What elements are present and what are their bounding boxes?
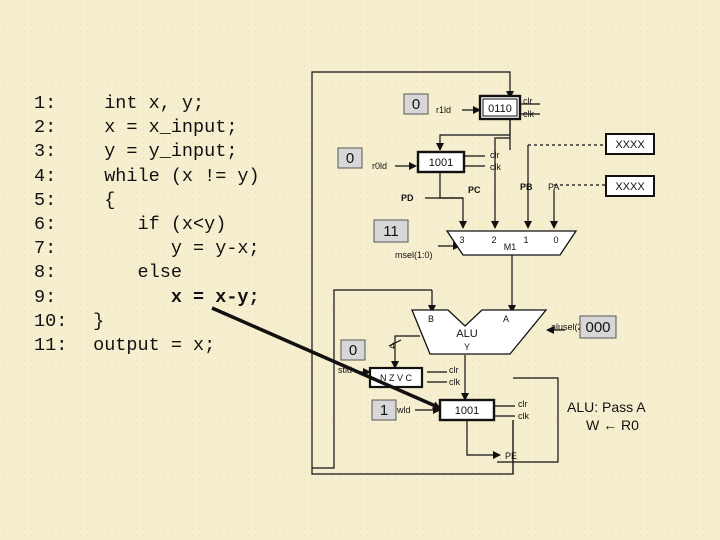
status-load-value: 0 [349, 342, 357, 359]
status-bus-width: 4 [390, 341, 395, 351]
status-flags-label: N Z V C [380, 373, 413, 383]
code-line-text: } [82, 310, 105, 332]
code-line: 6: if (x<y) [34, 213, 260, 237]
code-line: 9: x = x-y; [34, 286, 260, 310]
r0-value: 1001 [429, 157, 453, 169]
r0-load-label: r0ld [372, 161, 387, 171]
w-load-label: wld [396, 405, 411, 415]
code-line-text: y = y-x; [82, 238, 260, 260]
pointer-arrow [211, 306, 441, 410]
register-r0: 1001 [416, 150, 466, 174]
code-line: 11: output = x; [34, 334, 260, 358]
operation-note-line2: W ← R0 [586, 417, 639, 433]
mux-sel-label: msel(1:0) [395, 250, 433, 260]
code-line-text: y = y_input; [82, 141, 238, 163]
mux-sel-value: 11 [383, 223, 399, 240]
w-load-value: 1 [380, 402, 388, 419]
pa-value: XXXX [615, 181, 645, 193]
status-load-label: stld [338, 365, 352, 375]
r1-load-value: 0 [412, 96, 420, 113]
pd-label: PD [401, 193, 414, 203]
code-line-number: 10: [34, 310, 68, 332]
alu-input-b: B [428, 314, 434, 324]
code-line: 3: y = y_input; [34, 140, 260, 164]
code-line-text: x = x-y; [82, 286, 260, 308]
alu: B A ALU Y [411, 309, 548, 355]
alu-sel-box: 000 [579, 315, 617, 339]
code-line-text: { [82, 189, 116, 211]
r1-load-label: r1ld [436, 105, 451, 115]
code-line: 1: int x, y; [34, 92, 260, 116]
alu-output-y: Y [464, 342, 470, 352]
code-line-text: x = x_input; [82, 117, 238, 139]
pa-label: PA [548, 182, 559, 192]
alu-sel-value: 000 [585, 319, 610, 336]
code-line: 8: else [34, 261, 260, 285]
code-line-number: 4: [34, 165, 57, 187]
r1-clr-label: clr [523, 96, 533, 106]
w-value: 1001 [455, 405, 479, 417]
mux-input-1: 1 [523, 235, 528, 245]
code-line: 7: y = y-x; [34, 237, 260, 261]
code-line-number: 3: [34, 141, 57, 163]
input-pb-box: XXXX [605, 133, 655, 155]
code-line-number: 9: [34, 286, 57, 308]
register-w: 1001 [438, 398, 496, 422]
code-line-number: 11: [34, 334, 68, 356]
r1-clk-label: clk [523, 109, 534, 119]
w-clk-label: clk [518, 411, 529, 421]
r1-value: 0110 [488, 103, 512, 115]
alu-sel-label: alusel(2:0) [551, 322, 593, 332]
operation-note-line1: ALU: Pass A [567, 399, 646, 415]
w-load-box: 1 [371, 399, 397, 421]
code-listing: 1: int x, y;2: x = x_input;3: y = y_inpu… [34, 92, 260, 358]
code-line-number: 8: [34, 262, 57, 284]
mux-input-3: 3 [459, 235, 464, 245]
r0-load-box: 0 [337, 147, 363, 169]
code-line-number: 5: [34, 189, 57, 211]
register-r1: 0110 [478, 94, 522, 121]
code-line-number: 6: [34, 213, 57, 235]
pb-value: XXXX [615, 139, 645, 151]
code-line-text: output = x; [82, 334, 216, 356]
status-load-box: 0 [340, 339, 366, 361]
pe-label: PE [505, 451, 517, 461]
status-register: N Z V C [368, 366, 424, 389]
mux-name: M1 [504, 242, 517, 252]
w-clr-label: clr [518, 399, 528, 409]
r0-clk-label: clk [490, 162, 501, 172]
alu-name: ALU [456, 328, 477, 340]
alu-input-a: A [503, 314, 509, 324]
status-clk-label: clk [449, 377, 460, 387]
code-line-text: else [82, 262, 182, 284]
mux-input-2: 2 [491, 235, 496, 245]
r0-clr-label: clr [490, 150, 500, 160]
code-line-text: if (x<y) [82, 213, 227, 235]
code-line: 2: x = x_input; [34, 116, 260, 140]
code-line-text: while (x != y) [82, 165, 260, 187]
pc-label: PC [468, 185, 481, 195]
code-line: 4: while (x != y) [34, 165, 260, 189]
code-line-number: 2: [34, 117, 57, 139]
status-clr-label: clr [449, 365, 459, 375]
code-line: 10: } [34, 310, 260, 334]
pb-label: PB [520, 182, 533, 192]
code-line-number: 7: [34, 238, 57, 260]
mux-m1: 3 2 1 0 M1 [445, 230, 578, 256]
r0-load-value: 0 [346, 150, 354, 167]
input-pa-box: XXXX [605, 175, 655, 197]
mux-sel-box: 11 [373, 219, 409, 243]
code-line-text: int x, y; [82, 93, 205, 114]
code-line: 5: { [34, 189, 260, 213]
code-line-number: 1: [34, 93, 57, 114]
mux-input-0: 0 [553, 235, 558, 245]
r1-load-box: 0 [403, 93, 429, 115]
